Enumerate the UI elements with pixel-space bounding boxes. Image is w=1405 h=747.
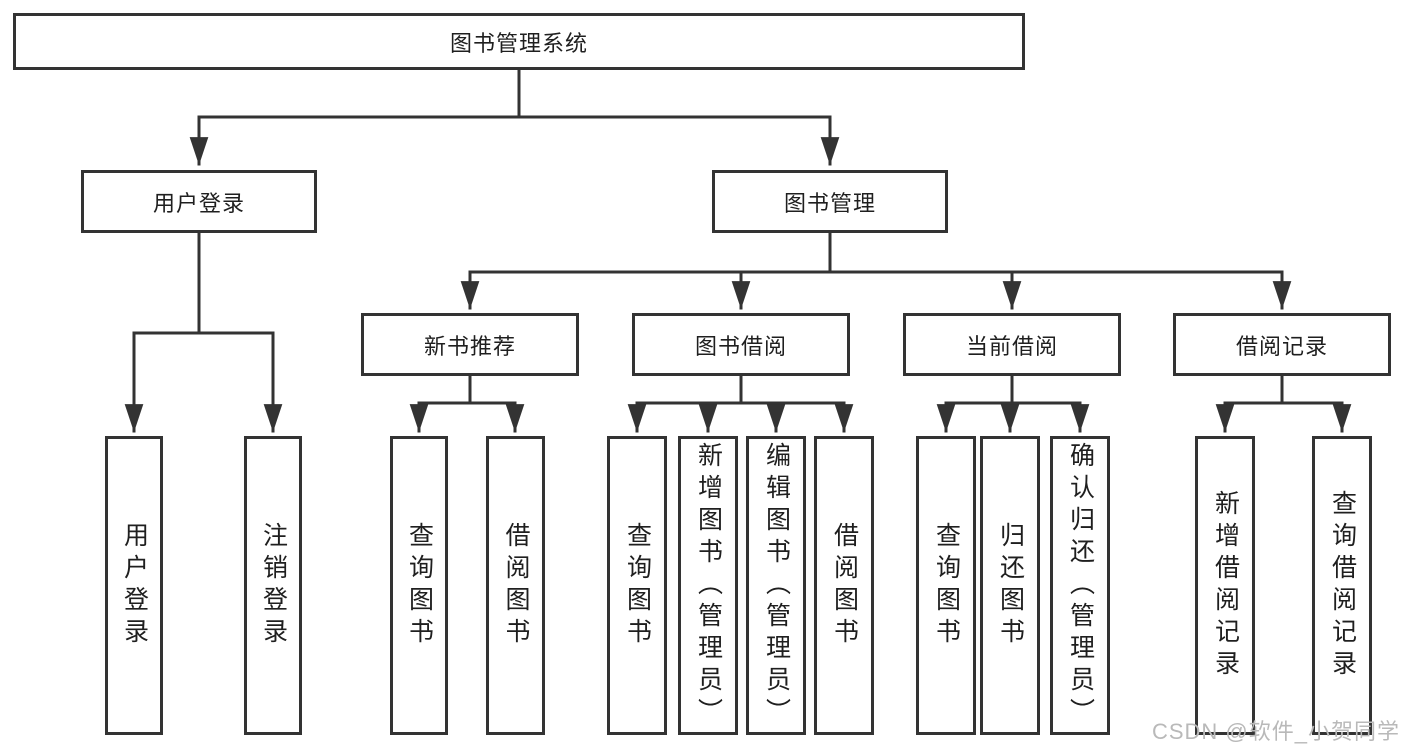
csdn-watermark: CSDN @软件_小贺同学 [1151,719,1400,744]
leaf-borrow-borrow-books: 借阅图书 [814,436,874,735]
node-label: 用户登录 [152,190,245,216]
node-user-login: 用户登录 [81,170,317,233]
leaf-user-login: 用户登录 [105,436,163,735]
leaf-current-confirm-return-admin: 确认归还（管理员） [1050,436,1110,735]
leaf-logout: 注销登录 [244,436,302,735]
leaf-records-add-borrow-record: 新增借阅记录 [1195,436,1255,735]
leaf-newbook-query-books: 查询图书 [390,436,448,735]
leaf-current-query-books: 查询图书 [916,436,976,735]
node-label: 新书推荐 [423,333,516,359]
node-label: 图书管理系统 [449,30,588,56]
node-label: 借阅记录 [1235,333,1328,359]
node-label: 当前借阅 [965,333,1058,359]
node-root-library-management-system: 图书管理系统 [13,13,1025,70]
node-label: 图书管理 [783,190,876,216]
leaf-current-return-books: 归还图书 [980,436,1040,735]
leaf-label: 借阅图书 [502,521,530,650]
leaf-label: 查询图书 [932,521,961,650]
leaf-label: 归还图书 [996,521,1025,650]
leaf-borrow-add-books-admin: 新增图书（管理员） [678,436,738,735]
node-label: 图书借阅 [694,333,787,359]
leaf-label: 编辑图书（管理员） [762,441,791,730]
node-current-borrowing: 当前借阅 [903,313,1121,376]
leaf-records-query-borrow-record: 查询借阅记录 [1312,436,1372,735]
leaf-label: 确认归还（管理员） [1066,441,1095,730]
leaf-label: 查询借阅记录 [1328,489,1357,682]
leaf-label: 查询图书 [405,521,434,650]
node-book-borrowing: 图书借阅 [632,313,850,376]
leaf-borrow-query-books: 查询图书 [607,436,667,735]
leaf-label: 新增图书（管理员） [694,441,723,730]
leaf-label: 注销登录 [259,521,288,650]
leaf-label: 新增借阅记录 [1211,489,1240,682]
leaf-label: 借阅图书 [830,521,859,650]
leaf-borrow-edit-books-admin: 编辑图书（管理员） [746,436,806,735]
node-new-book-recommendation: 新书推荐 [361,313,579,376]
leaf-label: 查询图书 [623,521,652,650]
node-book-management: 图书管理 [712,170,948,233]
node-borrowing-records: 借阅记录 [1173,313,1391,376]
leaf-label: 用户登录 [120,521,149,650]
leaf-newbook-borrow-books: 借阅图书 [486,436,545,735]
